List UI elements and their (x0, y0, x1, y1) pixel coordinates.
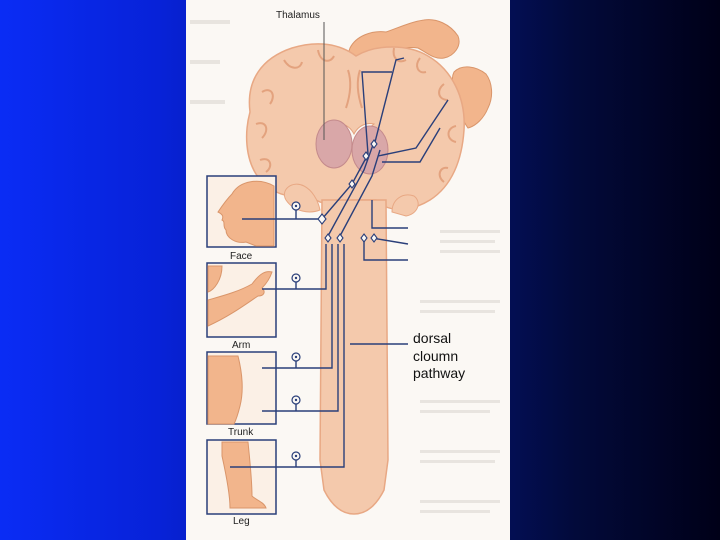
arm-upper (207, 265, 223, 293)
face-label: Face (230, 251, 253, 262)
nerve-pathways (230, 57, 449, 468)
thalamus-left (315, 119, 353, 169)
face-silhouette (217, 180, 275, 247)
trunk-silhouette (207, 355, 243, 425)
leg-label: Leg (233, 516, 250, 527)
thalamus-label: Thalamus (276, 10, 320, 21)
arm-label: Arm (232, 340, 251, 351)
synapses (317, 139, 378, 243)
thalamus-right (351, 125, 389, 175)
faint-text-texture (190, 20, 500, 513)
arm-silhouette (207, 271, 273, 327)
ganglia-dots (294, 204, 298, 458)
ganglia (291, 201, 301, 461)
brain-gyri (255, 47, 457, 183)
annotation-line-2: cloumn (413, 347, 459, 364)
annotation-line-3: pathway (413, 365, 466, 381)
brainstem-right-lobe (391, 194, 419, 217)
dorsal-column-annotation: dorsal cloumn pathway (413, 330, 493, 383)
spinal-cord (319, 199, 389, 515)
trunk-label: Trunk (228, 427, 254, 438)
annotation-line-1: dorsal (413, 330, 452, 346)
